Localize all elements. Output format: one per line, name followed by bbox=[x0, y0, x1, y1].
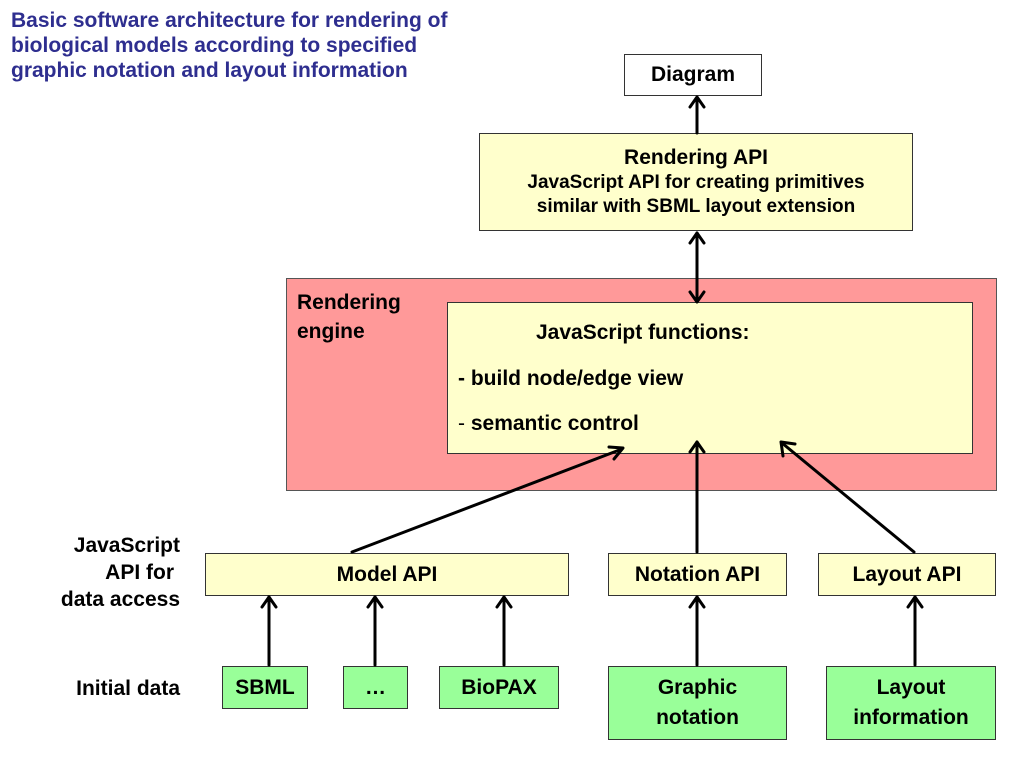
notation-api-label: Notation API bbox=[634, 562, 761, 586]
biopax-label: BioPAX bbox=[461, 675, 537, 699]
function-item: - build node/edge view bbox=[458, 367, 683, 391]
notation-api-node: Notation API bbox=[608, 553, 787, 596]
title-line: biological models according to specified bbox=[11, 34, 418, 57]
arrowhead-icon bbox=[906, 595, 924, 609]
api-layer-label-line: JavaScript bbox=[73, 534, 180, 557]
sbml-node: SBML bbox=[222, 666, 308, 709]
arrowhead-icon bbox=[688, 95, 706, 109]
graphic-notation-node: Graphic notation bbox=[608, 666, 787, 740]
javascript-functions-node: JavaScript functions: - build node/edge … bbox=[447, 302, 973, 454]
graphic-notation-label-line: notation bbox=[656, 706, 739, 729]
arrowhead-icon bbox=[495, 595, 513, 609]
rendering-api-desc-line: similar with SBML layout extension bbox=[536, 196, 856, 217]
sbml-label: SBML bbox=[235, 675, 295, 699]
initial-data-label: Initial data bbox=[20, 675, 180, 702]
arrowhead-icon bbox=[260, 595, 278, 609]
rendering-engine-label-line: engine bbox=[297, 320, 365, 343]
function-item-text: build node/edge view bbox=[470, 367, 684, 390]
api-layer-label-line: API for bbox=[105, 561, 174, 584]
layout-information-label-line: information bbox=[853, 706, 969, 729]
function-item-dash: - bbox=[458, 412, 465, 435]
rendering-api-desc-line: JavaScript API for creating primitives bbox=[527, 172, 865, 193]
arrowhead-icon bbox=[688, 595, 706, 609]
rendering-api-title: Rendering API bbox=[624, 146, 768, 169]
layout-api-label: Layout API bbox=[852, 562, 962, 586]
diagram-node-label: Diagram bbox=[650, 63, 736, 86]
javascript-functions-title: JavaScript functions: bbox=[536, 321, 750, 344]
ellipsis-label: … bbox=[365, 675, 386, 699]
model-api-label: Model API bbox=[336, 562, 438, 586]
rendering-engine-label: Rendering engine bbox=[297, 288, 401, 346]
graphic-notation-label-line: Graphic bbox=[657, 676, 738, 699]
title-line: Basic software architecture for renderin… bbox=[11, 9, 448, 32]
arrowhead-icon bbox=[688, 231, 706, 245]
function-item: - semantic control bbox=[458, 412, 639, 436]
diagram-title: Basic software architecture for renderin… bbox=[11, 8, 571, 83]
api-layer-label-line: data access bbox=[60, 588, 180, 611]
title-line: graphic notation and layout information bbox=[11, 59, 408, 82]
function-item-dash: - bbox=[458, 367, 465, 390]
initial-data-label-text: Initial data bbox=[76, 677, 180, 700]
biopax-node: BioPAX bbox=[439, 666, 559, 709]
layout-information-label-line: Layout bbox=[876, 676, 946, 699]
model-api-node: Model API bbox=[205, 553, 569, 596]
function-item-text: semantic control bbox=[470, 412, 639, 435]
arrowhead-icon bbox=[366, 595, 384, 609]
layout-api-node: Layout API bbox=[818, 553, 996, 596]
api-layer-label: JavaScript API for data access bbox=[20, 532, 180, 613]
layout-information-node: Layout information bbox=[826, 666, 996, 740]
ellipsis-node: … bbox=[343, 666, 408, 709]
rendering-engine-label-line: Rendering bbox=[297, 291, 401, 314]
diagram-node: Diagram bbox=[624, 54, 762, 96]
rendering-api-node: Rendering API JavaScript API for creatin… bbox=[479, 133, 913, 231]
